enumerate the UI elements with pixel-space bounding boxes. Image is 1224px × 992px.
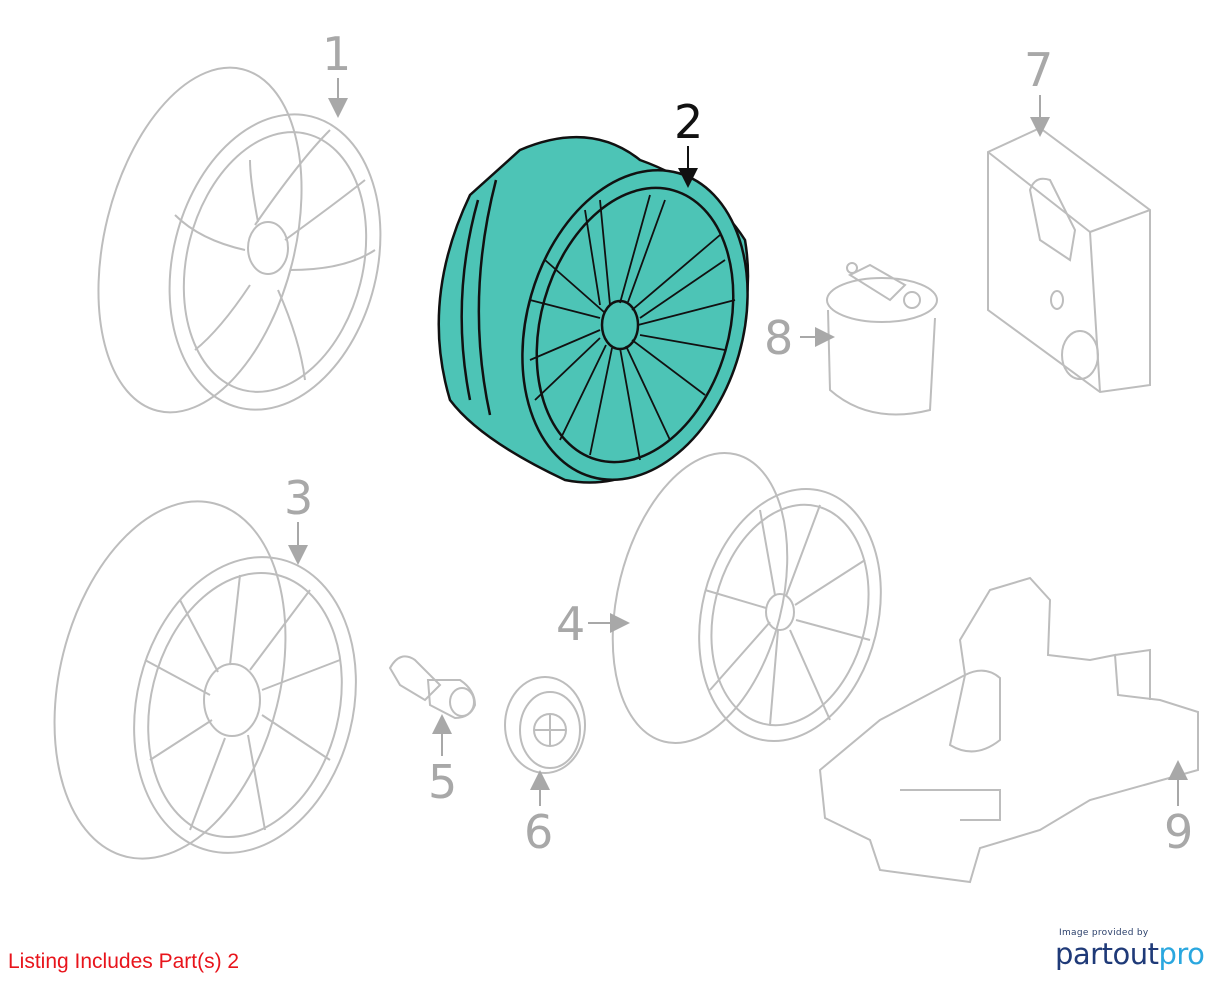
image-credit: Image provided by partoutpro	[1055, 928, 1205, 970]
part-8-sealant-bottle[interactable]	[826, 262, 938, 416]
part-5-wheel-bolt[interactable]	[388, 655, 477, 720]
credit-caption: Image provided by	[1059, 928, 1149, 938]
callout-2: 2	[674, 95, 703, 149]
callout-5: 5	[428, 755, 457, 809]
part-3-wheel[interactable]	[19, 477, 386, 883]
listing-note: Listing Includes Part(s) 2	[8, 950, 240, 973]
logo-text-b: pro	[1158, 937, 1205, 971]
part-7-compressor[interactable]	[987, 126, 1151, 394]
part-2-wheel-highlighted[interactable]	[437, 135, 783, 507]
part-1-wheel[interactable]	[65, 46, 410, 434]
callout-8: 8	[764, 311, 793, 365]
callout-3: 3	[284, 471, 313, 525]
callout-1: 1	[322, 27, 351, 81]
part-4-wheel[interactable]	[585, 435, 907, 762]
callout-4: 4	[556, 597, 585, 651]
callout-6: 6	[524, 805, 553, 859]
callout-7: 7	[1024, 43, 1053, 97]
part-9-foam-insert[interactable]	[818, 576, 1199, 884]
partoutpro-logo: partoutpro	[1055, 938, 1205, 970]
callout-9: 9	[1164, 805, 1193, 859]
logo-text-a: partout	[1055, 937, 1159, 971]
part-6-center-cap[interactable]	[504, 676, 586, 774]
